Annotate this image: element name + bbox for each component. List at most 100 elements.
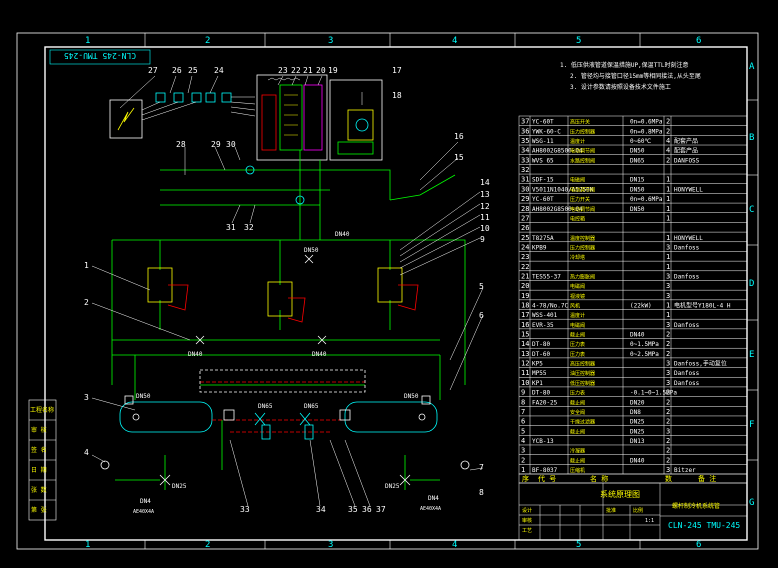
table-cell-name: 电磁阀 — [570, 283, 585, 290]
table-cell-name: 冷凝器 — [570, 448, 585, 455]
table-cell-qty: 4 — [666, 137, 670, 145]
table-cell-no: 3 — [521, 447, 525, 455]
table-cell-no: 25 — [521, 234, 529, 242]
row-label: C — [749, 205, 754, 215]
table-cell-no: 22 — [521, 263, 529, 271]
table-cell-qty: 1 — [666, 263, 670, 271]
table-cell-no: 1 — [521, 466, 525, 474]
table-cell-code: MP55 — [532, 370, 547, 377]
callout: 2 — [84, 298, 89, 307]
pipe-label: DN40 — [312, 351, 327, 358]
callout: 21 — [303, 66, 313, 75]
table-cell-qty: 1 — [666, 234, 670, 242]
table-cell-qty: 1 — [666, 214, 670, 222]
table-cell-no: 14 — [521, 340, 529, 348]
table-cell-no: 28 — [521, 205, 529, 213]
pipe-label: DN50 — [136, 393, 151, 400]
callout: 34 — [316, 505, 326, 514]
table-cell-code: 4-78/No.7C — [532, 303, 569, 310]
compressors — [147, 267, 419, 323]
table-cell-name: 电控箱 — [570, 215, 585, 222]
table-cell-code: V5011N1040/A5750N — [532, 186, 594, 193]
water-valves — [223, 409, 351, 440]
callout: 7 — [479, 463, 484, 472]
pipe-label: DN4 — [428, 495, 439, 502]
table-cell-name: 电动调节阀 — [570, 186, 595, 193]
table-cell-note: 配套产品 — [674, 147, 698, 155]
header-code: 代 号 — [538, 474, 556, 483]
table-cell-no: 27 — [521, 214, 529, 222]
table-cell-code: TES55-37 — [532, 273, 561, 280]
callout: 29 — [211, 140, 221, 149]
table-cell-name: 截止阀 — [570, 332, 585, 339]
callout: 36 — [362, 505, 372, 514]
callout: 4 — [84, 448, 89, 457]
callout: 20 — [316, 66, 326, 75]
drawing-title: 系统原理图 — [600, 489, 640, 499]
parts-table-grid — [518, 115, 748, 475]
row-label: D — [749, 279, 754, 289]
table-cell-qty: 2 — [666, 389, 670, 397]
callout: 15 — [454, 153, 464, 162]
table-cell-no: 34 — [521, 147, 529, 155]
table-cell-no: 13 — [521, 350, 529, 358]
model-stamp: CLN-245 TMU-245 — [49, 49, 151, 65]
drawing-number: CLN-245 TMU-245 — [668, 521, 740, 530]
table-cell-spec: DN20 — [630, 399, 645, 406]
column-label: 5 — [576, 36, 581, 46]
table-cell-code: DT-60 — [532, 351, 550, 358]
table-cell-no: 32 — [521, 166, 529, 174]
column-label: 4 — [452, 36, 457, 46]
table-cell-no: 18 — [521, 302, 529, 310]
stamp-cell: 工程名称 — [30, 406, 54, 414]
table-cell-code: YC-60T — [532, 119, 554, 126]
table-cell-name: 压力控制器 — [570, 244, 595, 251]
header-note: 备 注 — [698, 474, 716, 483]
table-cell-qty: 2 — [666, 398, 670, 406]
table-cell-qty: 2 — [666, 331, 670, 339]
table-cell-name: 高压开关 — [570, 119, 590, 126]
table-cell-no: 8 — [521, 398, 525, 406]
pipe-label: DN40 — [188, 351, 203, 358]
cooling-tower — [256, 74, 328, 161]
callout: 27 — [148, 66, 158, 75]
table-cell-name: 压力表 — [570, 341, 585, 348]
table-cell-name: 干燥过滤器 — [570, 419, 595, 426]
table-cell-code: WSG-11 — [532, 138, 554, 145]
callout: 26 — [172, 66, 182, 75]
table-cell-qty: 2 — [666, 408, 670, 416]
callout: 5 — [479, 282, 484, 291]
table-cell-qty: 3 — [666, 292, 670, 300]
table-cell-name: 压力开关 — [570, 196, 590, 203]
callout: 23 — [278, 66, 288, 75]
table-cell-qty: 2 — [666, 418, 670, 426]
table-cell-note: DANFOSS — [674, 157, 700, 164]
callout: 37 — [376, 505, 386, 514]
table-cell-no: 11 — [521, 369, 529, 377]
table-cell-qty: 2 — [666, 118, 670, 126]
pipe-label: DN4 — [140, 498, 151, 505]
title-cell: 1:1 — [645, 518, 654, 524]
stamp-cell: 张 数 — [31, 486, 47, 494]
callout-numbers: 27 26 25 24 23 22 21 20 19 17 18 16 15 1… — [84, 66, 490, 514]
table-cell-qty: 1 — [666, 195, 670, 203]
table-row: 32 — [521, 166, 529, 174]
line-valves — [100, 165, 470, 486]
stamp-cell: 第 张 — [31, 506, 47, 514]
callout: 22 — [291, 66, 301, 75]
pipe-label: DN65 — [258, 403, 273, 410]
table-cell-no: 16 — [521, 321, 529, 329]
table-cell-no: 5 — [521, 427, 525, 435]
